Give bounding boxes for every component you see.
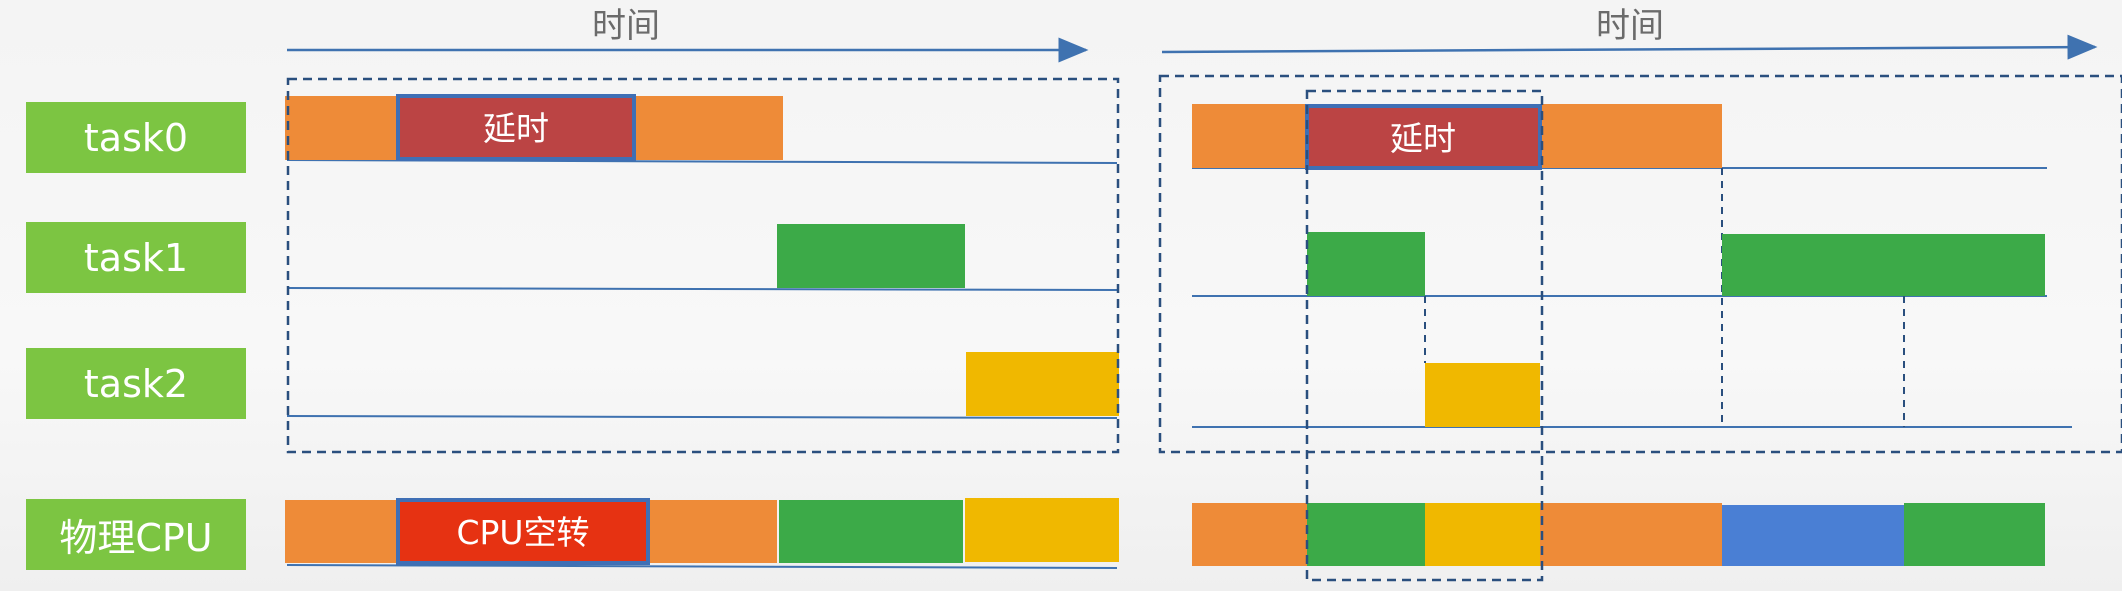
left-cpu-idle-block: [396, 498, 650, 565]
time-axis-label-left: 时间: [592, 6, 660, 46]
right-task1-run-1: [1307, 232, 1425, 296]
right-cpu-task1-2: [1904, 503, 2045, 566]
left-cpu-task0-2: [650, 500, 777, 563]
right-task2-run: [1425, 363, 1540, 427]
row-label-physical-cpu: 物理CPU: [26, 499, 246, 570]
right-cpu-task0-1: [1192, 503, 1307, 566]
time-axis-label-right: 时间: [1596, 6, 1664, 46]
right-task1-run-2: [1722, 234, 2045, 296]
row-label-task2: task2: [26, 348, 246, 419]
left-task2-baseline: [286, 415, 1118, 419]
row-label-task1: task1: [26, 222, 246, 293]
right-task0-run-1: [1192, 104, 1307, 168]
left-cpu-baseline: [286, 564, 1118, 569]
left-cpu-task2: [965, 498, 1119, 562]
time-axis-arrow-right: [1161, 34, 2098, 60]
right-cpu-task2: [1425, 503, 1540, 566]
right-delay-label: 延时: [1390, 119, 1456, 158]
left-task0-run-2: [636, 96, 783, 160]
right-task0-delay-block: [1305, 104, 1542, 170]
left-task1-run: [777, 224, 965, 288]
left-task0-delay-block: [396, 94, 636, 161]
right-delay-window-dashed-frame: [1305, 89, 1544, 582]
right-cpu-other-task: [1722, 505, 1904, 566]
left-cpu-task1: [779, 500, 963, 563]
right-tasks-dashed-frame: [1158, 74, 2122, 454]
cpu-idle-label: CPU空转: [456, 513, 589, 552]
left-cpu-task0-1: [285, 500, 398, 563]
right-cpu-task1-1: [1307, 503, 1425, 566]
left-delay-label: 延时: [483, 109, 549, 148]
left-task0-run-1: [285, 96, 398, 160]
left-task2-run: [966, 352, 1119, 416]
left-task1-baseline: [286, 287, 1118, 291]
right-task0-run-2: [1542, 104, 1722, 168]
row-label-task0: task0: [26, 102, 246, 173]
right-cpu-task0-2: [1540, 503, 1722, 566]
